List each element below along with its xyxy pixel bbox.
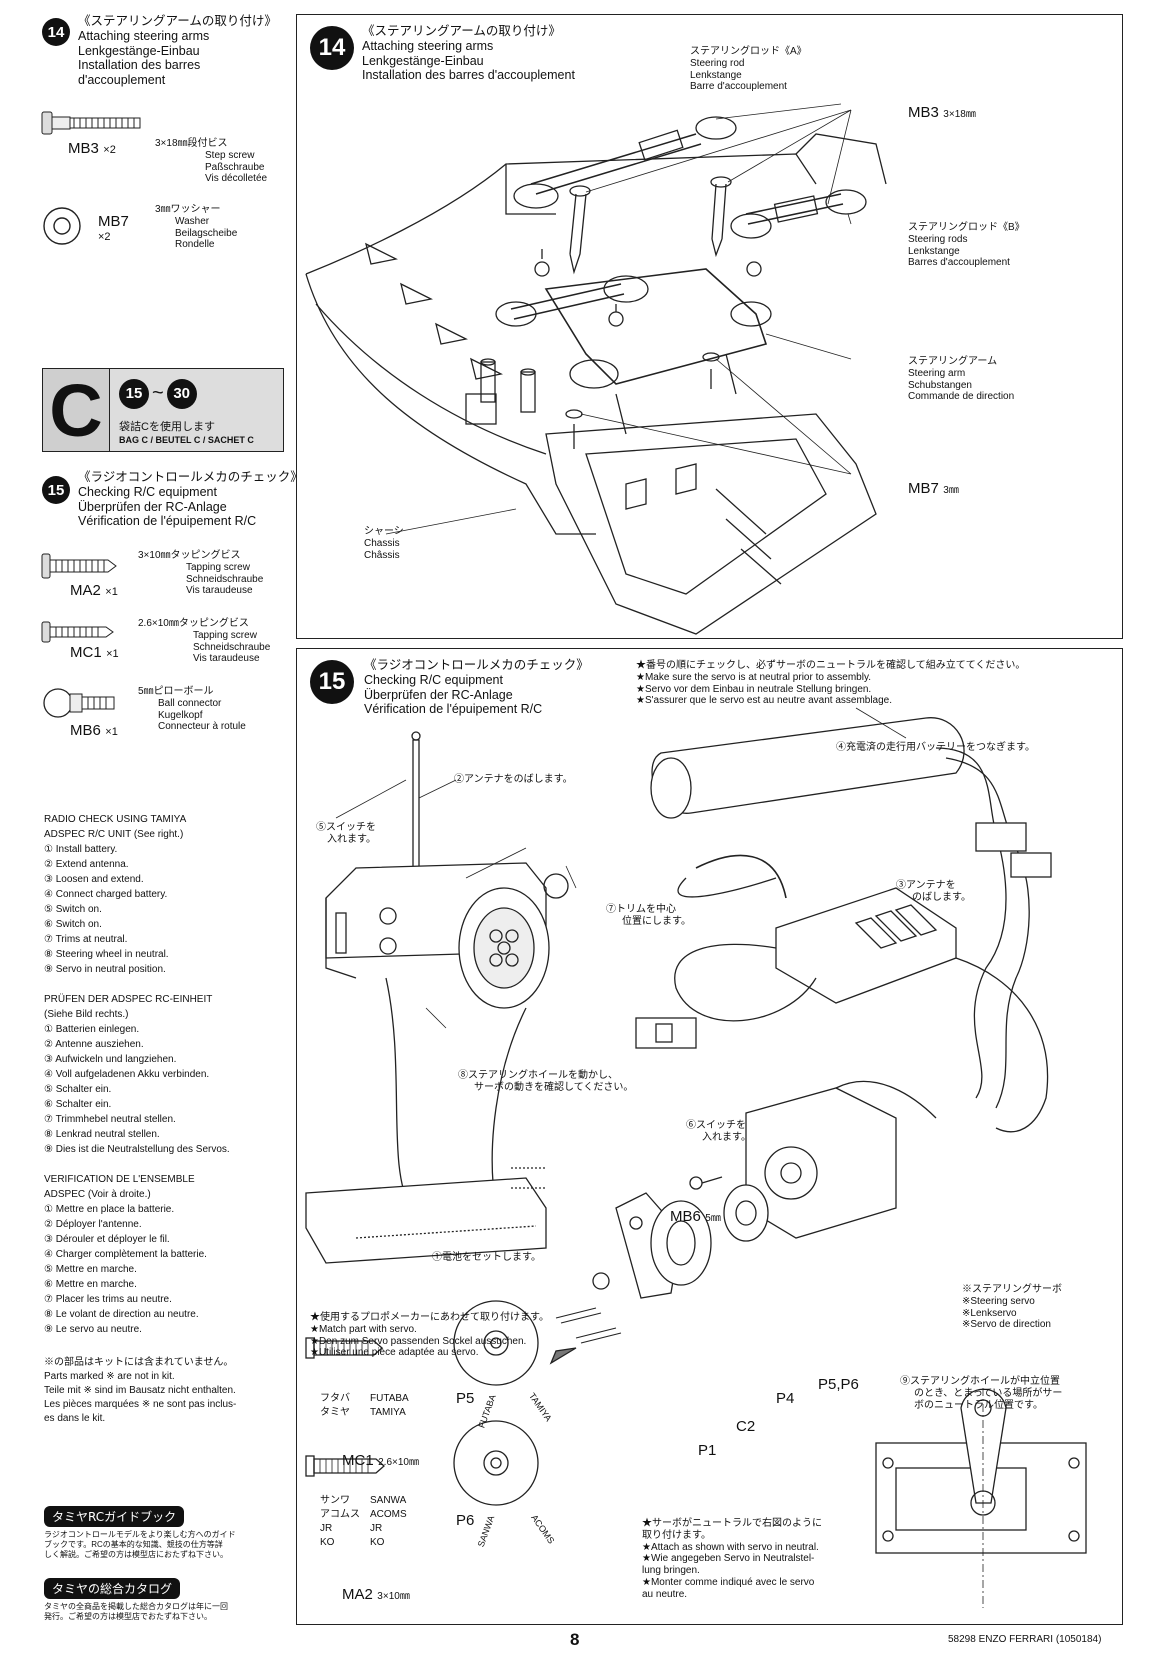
part-mc1-desc: 2.6×10㎜タッピングビス Tapping screw Schneidschr… — [138, 618, 271, 665]
radio-check-german: PRÜFEN DER ADSPEC RC-EINHEIT(Siehe Bild … — [44, 994, 230, 1155]
label-p4: P4 — [776, 1390, 795, 1407]
step-15-main-title: 《ラジオコントロールメカのチェック》 Checking R/C equipmen… — [364, 658, 589, 717]
label-p5-p6: P5,P6 — [818, 1376, 859, 1393]
step-15-badge: 15 — [42, 476, 70, 504]
step-14-title: 《ステアリングアームの取り付け》 Attaching steering arms… — [78, 14, 277, 87]
step-14-main-title: 《ステアリングアームの取り付け》 Attaching steering arms… — [362, 24, 575, 83]
bag-c-box: C 15 ~ 30 袋詰Cを使用します BAG C / BEUTEL C / S… — [42, 368, 284, 452]
steering-assembly-drawing — [305, 103, 887, 635]
label-c2: C2 — [736, 1418, 756, 1435]
label-mb7: MB7 3㎜ — [908, 480, 959, 497]
step-14-main-badge: 14 — [310, 26, 354, 70]
label-p1: P1 — [698, 1442, 717, 1459]
step-15-title: 《ラジオコントロールメカのチェック》 Checking R/C equipmen… — [78, 470, 303, 529]
bag-letter: C — [43, 369, 110, 452]
callout-2-antenna: ②アンテナをのばします。 — [454, 774, 573, 785]
label-mc1: MC1 2.6×10㎜ — [342, 1452, 419, 1469]
label-p5: P5 — [456, 1390, 475, 1407]
guidebook-label: タミヤRCガイドブック — [44, 1506, 185, 1527]
catalog-label: タミヤの総合カタログ — [44, 1578, 181, 1599]
part-mb7-desc: 3㎜ワッシャー Washer Beilagscheibe Rondelle — [155, 204, 238, 251]
callout-4-battery: ④充電済の走行用バッテリーをつなぎます。 — [836, 742, 1035, 753]
step-14-panel — [296, 14, 1123, 639]
callout-5-switch: ⑤スイッチを入れます。 — [316, 822, 376, 845]
callout-7-trim: ⑦トリムを中心位置にします。 — [606, 904, 691, 927]
neutral-install-note: ★サーボがニュートラルで右図のように取り付けます。★Attach as show… — [642, 1518, 822, 1600]
label-p6: P6 — [456, 1512, 475, 1529]
tapping-screw-icon — [41, 553, 117, 579]
step-15-panel — [296, 648, 1123, 1625]
callout-8-steering-wheel: ⑧ステアリングホイールを動かし、サーボの動きを確認してください。 — [458, 1070, 634, 1093]
guidebook-text: ラジオコントロールモデルをより楽しむ方へのガイドブックです。RCの基本的な知識、… — [44, 1530, 236, 1559]
part-mc1-code: MC1 ×1 — [70, 644, 119, 661]
part-mb3-code: MB3 ×2 — [68, 140, 116, 157]
rc-equipment-drawing — [305, 707, 1087, 1608]
label-mb3: MB3 3×18㎜ — [908, 104, 976, 121]
step-screw-icon — [41, 111, 141, 135]
part-mb6-code: MB6 ×1 — [70, 722, 118, 739]
bag-range: 15 ~ 30 — [119, 379, 197, 409]
bag-text-jp: 袋詰Cを使用します — [119, 421, 215, 433]
label-mb6: MB6 5㎜ — [670, 1208, 721, 1225]
callout-6-switch: ⑥スイッチを入れます。 — [686, 1120, 751, 1143]
part-mb7-code: MB7×2 — [98, 213, 129, 243]
ball-connector-icon — [43, 688, 115, 718]
part-mb3-desc: 3×18㎜段付ビス Step screw Paßschraube Vis déc… — [155, 138, 268, 185]
callout-1-batteries: ①電池をセットします。 — [432, 1252, 541, 1263]
label-steering-servo: ※ステアリングサーボ※Steering servo※Lenkservo※Serv… — [962, 1284, 1062, 1331]
callout-9-neutral: ⑨ステアリングホイールが中立位置のとき、とまっている場所がサーボのニュートラル位… — [900, 1376, 1063, 1411]
step-14-badge: 14 — [42, 18, 70, 46]
page-number: 8 — [570, 1630, 580, 1649]
label-ma2: MA2 3×10㎜ — [342, 1586, 410, 1603]
product-code: 58298 ENZO FERRARI (1050184) — [948, 1634, 1102, 1645]
note-parts-not-included: ※の部品はキットには含まれていません。Parts marked ※ are no… — [44, 1357, 237, 1424]
callout-3-receiver-antenna: ③アンテナをのばします。 — [896, 880, 971, 903]
tapping-screw-small-icon — [41, 621, 114, 643]
catalog-text: タミヤの全商品を掲載した総合カタログは年に一回発行。ご希望の方は模型店でおたずね… — [44, 1602, 228, 1621]
step-15-main-badge: 15 — [310, 660, 354, 704]
match-part-note: ★使用するプロポメーカーにあわせて取り付けます。★Match part with… — [310, 1312, 549, 1359]
part-ma2-code: MA2 ×1 — [70, 582, 118, 599]
part-ma2-desc: 3×10㎜タッピングビス Tapping screw Schneidschrau… — [138, 550, 264, 597]
part-mb6-desc: 5㎜ピローボール Ball connector Kugelkopf Connec… — [138, 686, 246, 733]
step-15-notes: ★番号の順にチェックし、必ずサーボのニュートラルを確認して組み立ててください。★… — [636, 660, 1026, 707]
bag-text-en: BAG C / BEUTEL C / SACHET C — [119, 435, 254, 445]
washer-icon — [43, 207, 81, 245]
